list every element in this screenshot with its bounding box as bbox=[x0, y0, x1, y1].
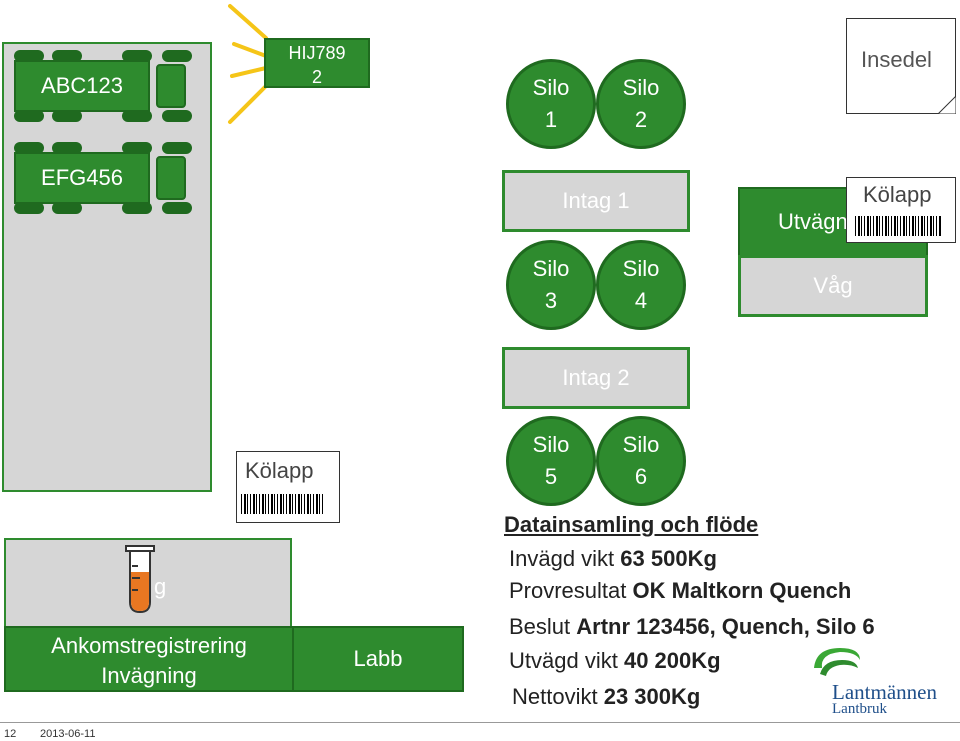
truck-hij789-line2: 2 bbox=[311, 67, 322, 87]
barcode-icon bbox=[241, 494, 323, 514]
ankomst-line1: Ankomstregistrering bbox=[51, 633, 247, 658]
labb-station[interactable]: Labb bbox=[292, 626, 464, 692]
info-line-1: Invägd vikt 63 500Kg bbox=[509, 546, 717, 572]
truck-efg456-cab bbox=[156, 156, 186, 200]
lantmannen-logo-icon bbox=[814, 648, 860, 676]
silo-6[interactable]: Silo 6 bbox=[596, 416, 686, 506]
intag-2-station[interactable]: Intag 2 bbox=[502, 347, 690, 409]
silo-1[interactable]: Silo 1 bbox=[506, 59, 596, 149]
silo-2-line2: 2 bbox=[634, 107, 648, 132]
intag-1-station[interactable]: Intag 1 bbox=[502, 170, 690, 232]
info-line-3-label: Beslut bbox=[509, 614, 571, 639]
kolapp-left-note[interactable]: Kölapp bbox=[236, 451, 340, 523]
info-line-1-label: Invägd vikt bbox=[509, 546, 615, 571]
silo-5-line1: Silo bbox=[532, 432, 570, 457]
info-line-5: Nettovikt 23 300Kg bbox=[512, 684, 700, 710]
barcode-icon bbox=[855, 216, 941, 236]
truck-efg456-label: EFG456 bbox=[14, 152, 150, 204]
footer-page: 12 bbox=[4, 728, 17, 740]
silo-6-line1: Silo bbox=[622, 432, 660, 457]
info-heading: Datainsamling och flöde bbox=[504, 512, 759, 537]
truck-efg456[interactable]: EFG456 bbox=[10, 142, 192, 214]
footer-separator bbox=[0, 722, 960, 723]
highlight-rays-icon bbox=[228, 4, 268, 124]
info-line-5-label: Nettovikt bbox=[512, 684, 598, 709]
silo-1-line2: 1 bbox=[544, 107, 558, 132]
silo-3-line1: Silo bbox=[532, 256, 570, 281]
silo-3[interactable]: Silo 3 bbox=[506, 240, 596, 330]
logo-sub: Lantbruk bbox=[832, 701, 887, 717]
vag-station[interactable]: Våg bbox=[738, 255, 928, 317]
kolapp-top-label: Kölapp bbox=[863, 182, 932, 207]
page-curl-icon bbox=[938, 96, 956, 114]
ankomst-station[interactable]: Ankomstregistrering Invägning bbox=[4, 626, 294, 692]
truck-hij789-label[interactable]: HIJ789 2 bbox=[264, 38, 370, 88]
ankomst-fragment: g bbox=[154, 574, 167, 599]
truck-abc123-cab bbox=[156, 64, 186, 108]
info-line-3: Beslut Artnr 123456, Quench, Silo 6 bbox=[509, 614, 875, 640]
silo-1-line1: Silo bbox=[532, 75, 570, 100]
ankomst-line2: Invägning bbox=[101, 663, 197, 688]
utvagning-label: Utvägn bbox=[778, 209, 848, 234]
info-line-5-value: 23 300Kg bbox=[603, 684, 701, 709]
kolapp-left-label: Kölapp bbox=[245, 458, 314, 483]
truck-abc123[interactable]: ABC123 bbox=[10, 50, 192, 122]
info-line-1-value: 63 500Kg bbox=[620, 546, 717, 571]
silo-4-line1: Silo bbox=[622, 256, 660, 281]
insedel-label: Insedel bbox=[861, 47, 932, 72]
info-line-4-value: 40 200Kg bbox=[623, 648, 721, 673]
info-line-2-label: Provresultat bbox=[509, 578, 627, 603]
footer-date: 2013-06-11 bbox=[40, 728, 96, 740]
silo-4[interactable]: Silo 4 bbox=[596, 240, 686, 330]
utvagning-station[interactable]: Utvägn bbox=[738, 187, 928, 257]
insedel-note[interactable]: Insedel bbox=[846, 18, 956, 114]
silo-5[interactable]: Silo 5 bbox=[506, 416, 596, 506]
truck-hij789-line1: HIJ789 bbox=[288, 43, 346, 63]
silo-3-line2: 3 bbox=[544, 288, 558, 313]
silo-2-line1: Silo bbox=[622, 75, 660, 100]
info-line-4-label: Utvägd vikt bbox=[509, 648, 618, 673]
silo-2[interactable]: Silo 2 bbox=[596, 59, 686, 149]
silo-6-line2: 6 bbox=[634, 464, 648, 489]
info-line-2-value: OK Maltkorn Quench bbox=[632, 578, 852, 603]
truck-abc123-label: ABC123 bbox=[14, 60, 150, 112]
silo-4-line2: 4 bbox=[634, 288, 648, 313]
logo-name: Lantmännen bbox=[832, 680, 937, 704]
info-line-3-value: Artnr 123456, Quench, Silo 6 bbox=[576, 614, 875, 639]
kolapp-top-note[interactable]: Kölapp bbox=[846, 177, 956, 243]
test-tube-icon bbox=[125, 545, 155, 614]
info-line-4: Utvägd vikt 40 200Kg bbox=[509, 648, 721, 674]
info-line-2: Provresultat OK Maltkorn Quench bbox=[509, 578, 851, 604]
silo-5-line2: 5 bbox=[544, 464, 558, 489]
